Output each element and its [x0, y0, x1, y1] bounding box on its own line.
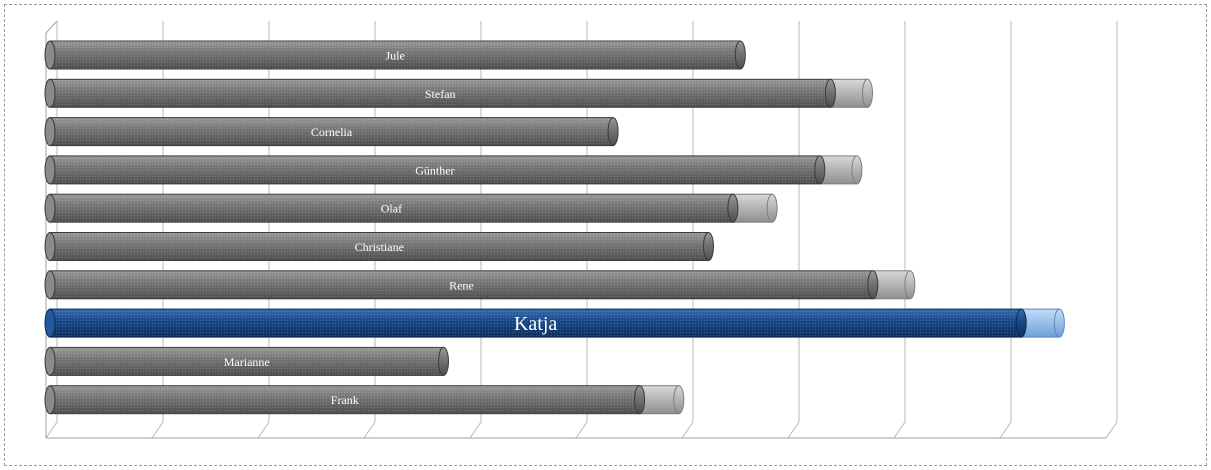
- bar-end-cap: [904, 270, 916, 300]
- bar-frank: Frank: [44, 385, 685, 415]
- bar-segment-joint: [814, 155, 826, 185]
- category-label: Jule: [385, 49, 404, 63]
- bar-olaf: Olaf: [44, 193, 778, 223]
- bar-segment-joint: [634, 385, 646, 415]
- bar-segment-joint: [727, 193, 739, 223]
- category-label: Rene: [449, 278, 474, 292]
- floor-gridline: [999, 421, 1012, 439]
- bar-rene: Rene: [44, 270, 916, 300]
- bar-cornelia: Cornelia: [44, 117, 619, 147]
- category-label: Olaf: [381, 202, 402, 216]
- bar-segment-extra: [1020, 308, 1060, 338]
- bar-start-cap: [44, 193, 56, 223]
- category-label: Frank: [331, 393, 359, 407]
- bar-end-cap: [673, 385, 685, 415]
- bar-günther: Günther: [44, 155, 863, 185]
- bar-jule: Jule: [44, 40, 746, 70]
- floor-gridline: [1105, 421, 1118, 439]
- floor-gridline: [681, 421, 694, 439]
- bar-end-cap: [766, 193, 778, 223]
- bar-segment-extra: [872, 270, 911, 300]
- bar-segment-extra: [639, 385, 680, 415]
- bar-start-cap: [44, 308, 56, 338]
- category-label: Günther: [415, 163, 454, 177]
- floor-gridline: [575, 421, 588, 439]
- floor-gridline: [787, 421, 800, 439]
- bar-segment-joint: [1015, 308, 1027, 338]
- bar-end-cap: [607, 117, 619, 147]
- bar-end-cap: [734, 40, 746, 70]
- category-label: Christiane: [355, 240, 404, 254]
- bar-start-cap: [44, 232, 56, 261]
- floor-gridline: [893, 421, 906, 439]
- bar-christiane: Christiane: [44, 232, 714, 261]
- bar-start-cap: [44, 346, 56, 376]
- category-label: Katja: [514, 313, 557, 335]
- bar-chart: JuleStefanCorneliaGüntherOlafChristianeR…: [44, 20, 1118, 439]
- floor-gridline: [257, 421, 270, 439]
- bar-stefan: Stefan: [44, 78, 873, 108]
- bar-end-cap: [862, 78, 873, 108]
- category-label: Cornelia: [311, 125, 353, 139]
- floor-gridline: [469, 421, 482, 439]
- bar-end-cap: [1053, 308, 1065, 338]
- bar-katja: Katja: [44, 308, 1065, 338]
- bar-texture: [50, 347, 444, 376]
- bar-texture: [50, 270, 873, 299]
- bar-texture: [50, 232, 709, 261]
- bar-end-cap: [703, 232, 714, 261]
- bar-segment-extra: [732, 193, 773, 223]
- bar-texture: [50, 155, 820, 184]
- bar-start-cap: [44, 385, 56, 415]
- floor-gridline: [363, 421, 376, 439]
- bar-start-cap: [44, 270, 56, 300]
- bar-marianne: Marianne: [44, 346, 449, 376]
- bar-end-cap: [438, 346, 449, 376]
- floor-gridline: [151, 421, 164, 439]
- bar-start-cap: [44, 78, 56, 108]
- bar-texture: [50, 79, 831, 108]
- bar-segment-extra: [829, 78, 869, 108]
- floor-gridline: [45, 421, 58, 439]
- bar-segment-joint: [824, 78, 836, 108]
- bar-segment-extra: [819, 155, 858, 185]
- bar-start-cap: [44, 155, 56, 185]
- bar-texture: [50, 117, 614, 146]
- category-label: Stefan: [425, 87, 456, 101]
- bar-texture: [50, 385, 640, 414]
- bar-texture: [50, 41, 741, 69]
- bar-segment-joint: [867, 270, 879, 300]
- bar-start-cap: [44, 40, 56, 70]
- bar-texture: [50, 309, 1022, 338]
- axis-left-top-edge: [45, 20, 58, 34]
- bar-texture: [50, 194, 733, 223]
- category-label: Marianne: [224, 355, 270, 369]
- bar-start-cap: [44, 117, 56, 147]
- bar-end-cap: [851, 155, 863, 185]
